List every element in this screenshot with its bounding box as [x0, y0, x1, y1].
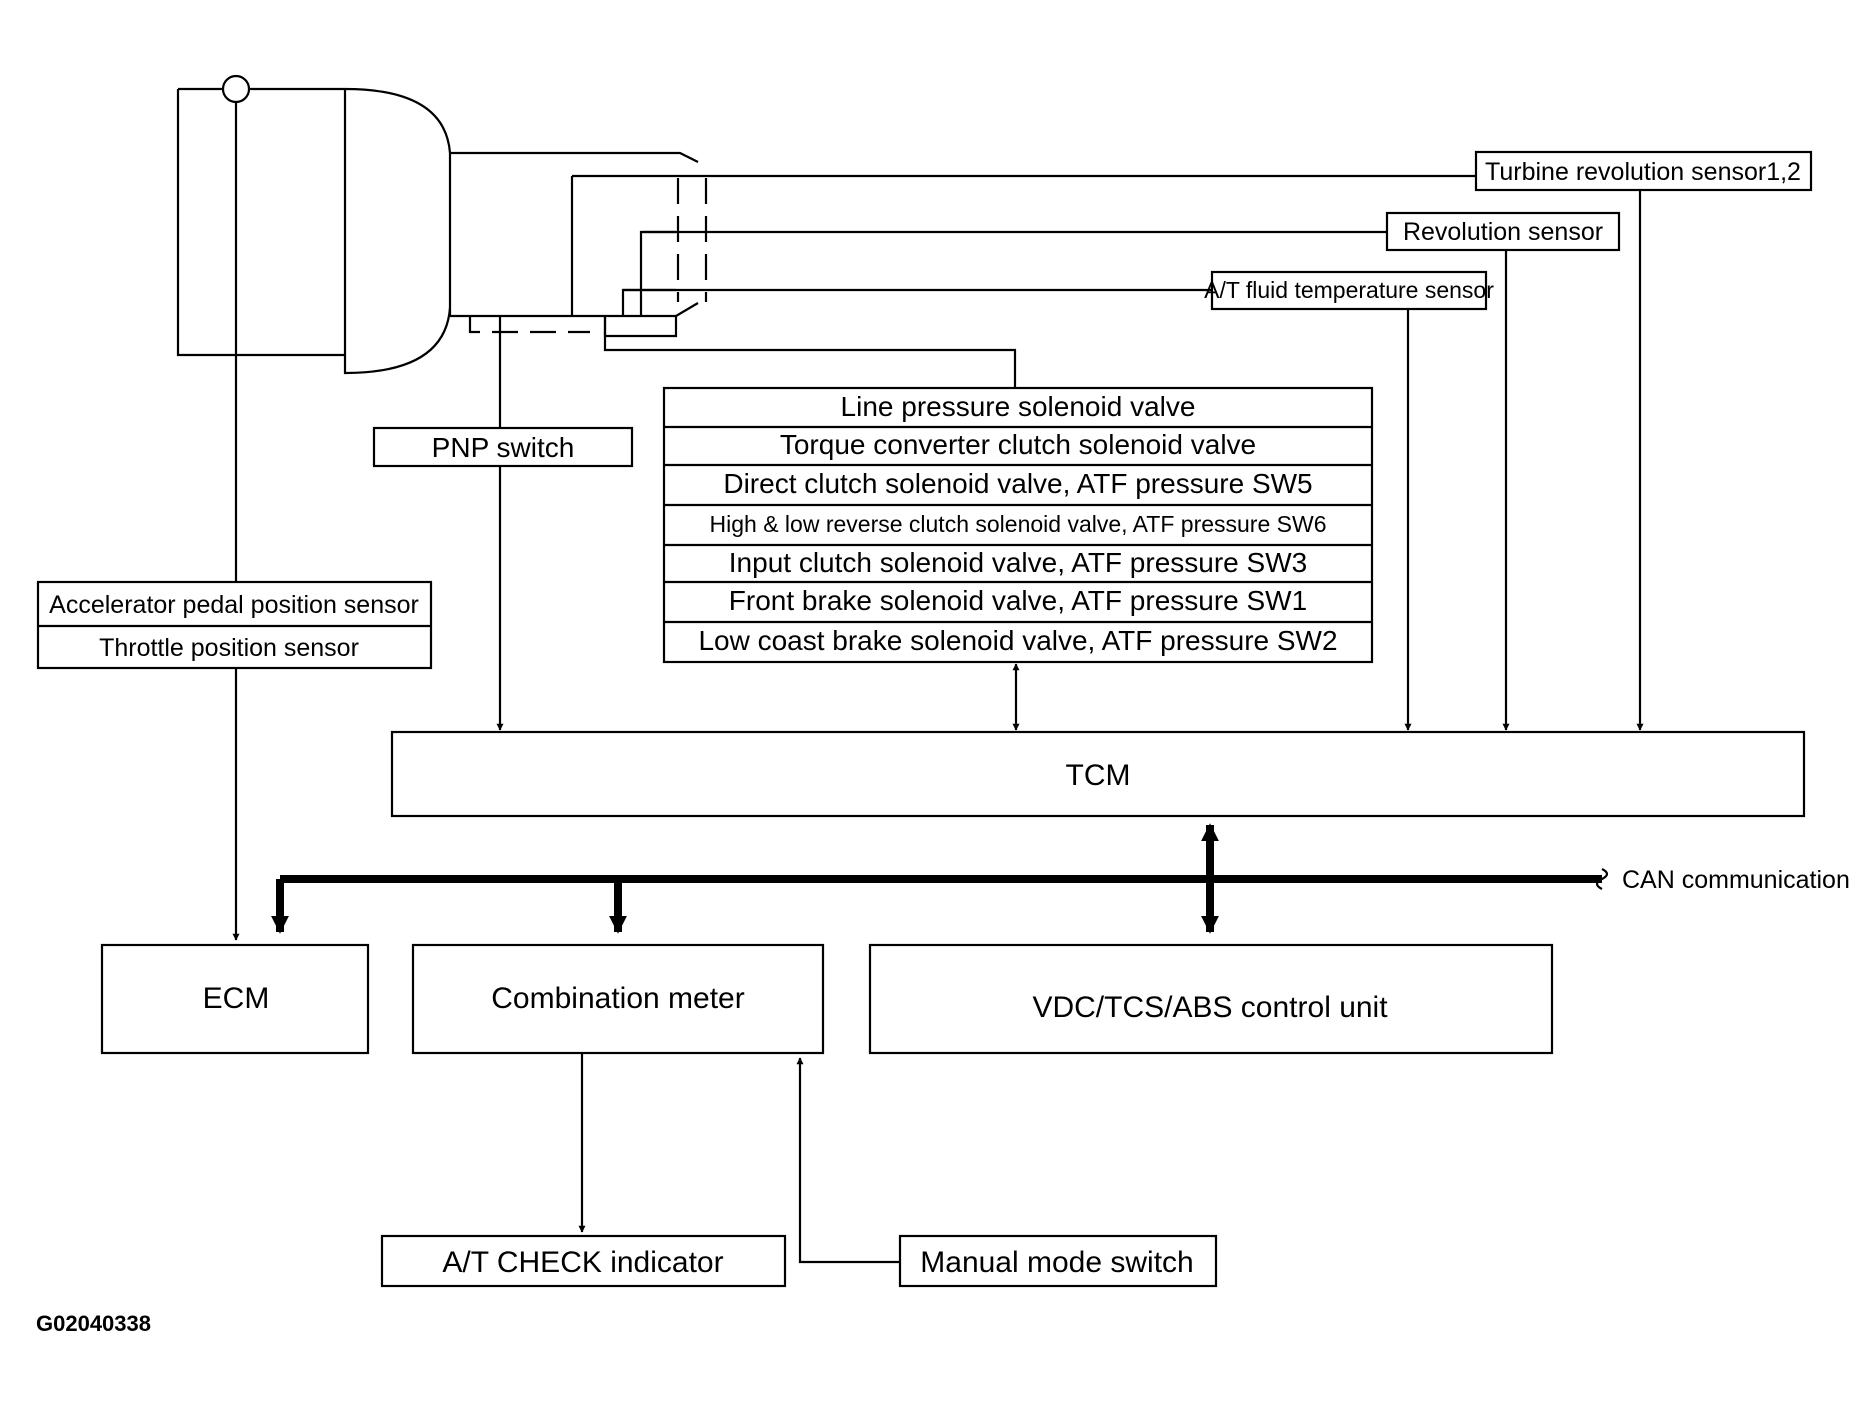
solenoid-row: Low coast brake solenoid valve, ATF pres…: [698, 625, 1337, 656]
tcm-box: TCM: [390, 730, 1806, 818]
manual-mode-switch-label: Manual mode switch: [920, 1246, 1193, 1279]
combination-meter-box: Combination meter: [411, 943, 825, 1055]
at-check-indicator-box: A/T CHECK indicator: [380, 1234, 787, 1288]
ecm-label: ECM: [203, 982, 270, 1015]
pnp-switch-box: PNP switch: [372, 426, 634, 468]
revolution-sensor-label: Revolution sensor: [1403, 218, 1603, 246]
vdc-control-unit-box: VDC/TCS/ABS control unit: [868, 943, 1554, 1055]
turbine-sensor-label: Turbine revolution sensor1,2: [1485, 158, 1801, 186]
tcm-label: TCM: [1066, 759, 1131, 792]
manual-switch-to-meter-arrow: [796, 1057, 900, 1264]
revolution-sensor-box: Revolution sensor: [1385, 211, 1621, 252]
accelerator-sensor-box: Accelerator pedal position sensor Thrott…: [36, 580, 433, 670]
solenoid-row: Torque converter clutch solenoid valve: [780, 429, 1256, 460]
solenoid-row: Direct clutch solenoid valve, ATF pressu…: [723, 468, 1312, 499]
can-bus: CAN communication: [271, 823, 1850, 934]
transmission-illustration: [176, 74, 1017, 388]
accelerator-sensor-label: Accelerator pedal position sensor: [49, 591, 419, 619]
solenoid-row: Line pressure solenoid valve: [841, 391, 1196, 422]
solenoid-valve-table: Line pressure solenoid valve Torque conv…: [662, 386, 1374, 664]
can-break-icon: [1595, 868, 1609, 890]
solenoid-row: Input clutch solenoid valve, ATF pressur…: [729, 547, 1307, 578]
turbine-revolution-sensor-box: Turbine revolution sensor1,2: [1474, 150, 1813, 192]
sensor-circle-icon: [221, 74, 251, 104]
at-check-indicator-label: A/T CHECK indicator: [442, 1246, 723, 1279]
vdc-control-unit-label: VDC/TCS/ABS control unit: [1032, 991, 1388, 1024]
ecm-box: ECM: [100, 943, 370, 1055]
combination-meter-label: Combination meter: [491, 982, 744, 1015]
fluid-temperature-sensor-box: A/T fluid temperature sensor: [1204, 270, 1494, 311]
throttle-sensor-label: Throttle position sensor: [99, 634, 359, 662]
fluid-temp-sensor-label: A/T fluid temperature sensor: [1204, 277, 1494, 303]
manual-mode-switch-box: Manual mode switch: [898, 1234, 1218, 1288]
pnp-switch-label: PNP switch: [432, 432, 575, 463]
solenoid-row: Front brake solenoid valve, ATF pressure…: [729, 585, 1307, 616]
can-communication-label: CAN communication: [1622, 866, 1850, 894]
solenoid-row: High & low reverse clutch solenoid valve…: [710, 511, 1327, 537]
figure-id: G02040338: [36, 1311, 151, 1336]
